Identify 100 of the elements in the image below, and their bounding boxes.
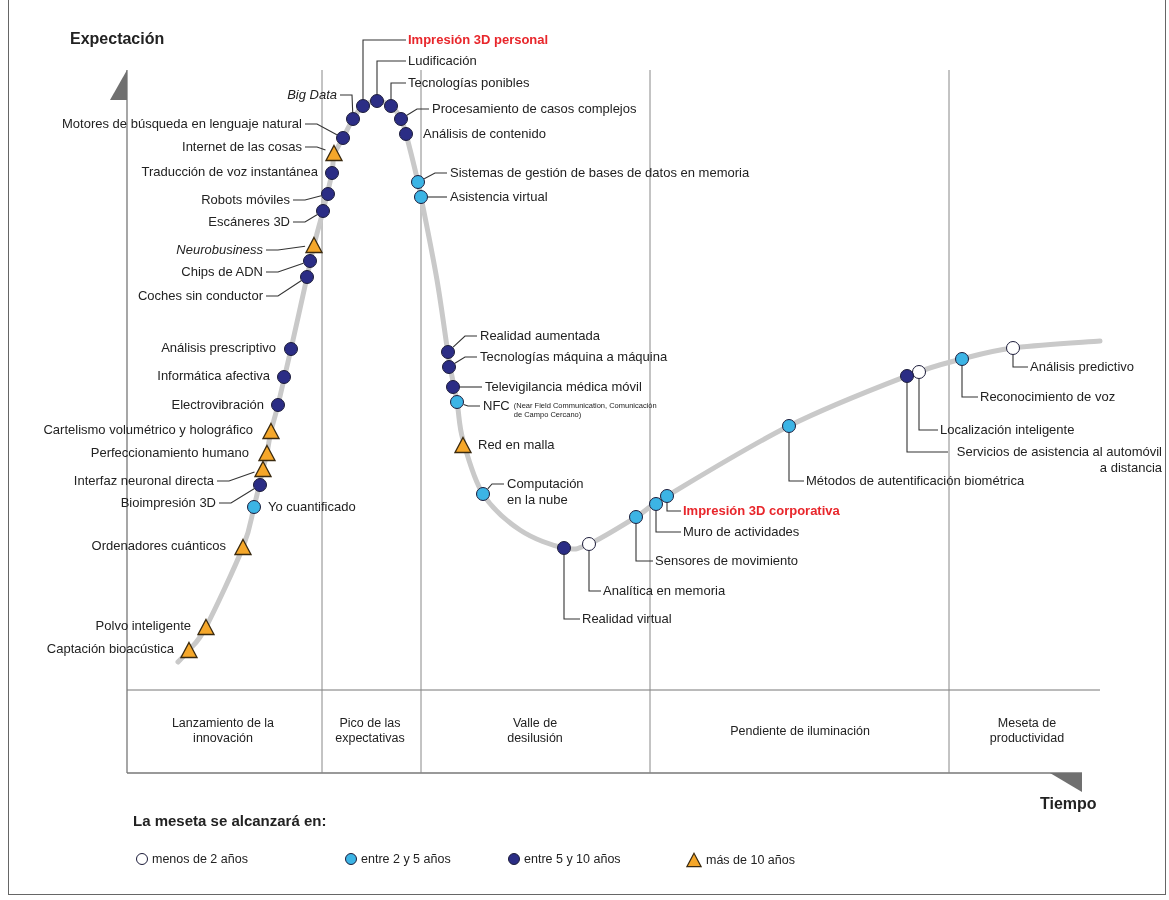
circle-marker — [271, 398, 285, 412]
technology-label: Tecnologías máquina a máquina — [480, 349, 668, 365]
technology-label: Big Data — [287, 87, 337, 103]
technology-label: Televigilancia médica móvil — [485, 379, 642, 395]
leader-line — [487, 483, 505, 490]
triangle-marker — [254, 460, 272, 478]
technology-label: Polvo inteligente — [95, 618, 191, 634]
circle-marker — [649, 497, 663, 511]
leader-line — [918, 378, 939, 431]
triangle-marker — [262, 422, 280, 440]
circle-marker — [277, 370, 291, 384]
leader-line — [304, 146, 327, 151]
technology-label: Informática afectiva — [157, 368, 270, 384]
technology-label: Neurobusiness — [176, 242, 263, 258]
technology-label: Analítica en memoria — [603, 583, 726, 599]
circle-marker — [441, 345, 455, 359]
circle-marker — [912, 365, 926, 379]
leader-line — [376, 60, 407, 95]
phase-label: Pico de las expectativas — [334, 716, 406, 746]
technology-label: Traducción de voz instantánea — [141, 164, 318, 180]
technology-label: Impresión 3D corporativa — [683, 503, 840, 519]
triangle-marker — [454, 436, 472, 454]
circle-marker — [411, 175, 425, 189]
phase-label: Lanzamiento de la innovación — [170, 716, 276, 746]
circle-marker — [446, 380, 460, 394]
circle-marker — [414, 190, 428, 204]
leader-line — [563, 554, 581, 620]
technology-label: Sensores de movimiento — [655, 553, 799, 569]
leader-line — [427, 196, 448, 198]
leader-line — [304, 123, 338, 136]
triangle-marker — [180, 641, 198, 659]
leader-line — [423, 172, 448, 180]
leader-line — [339, 94, 354, 113]
circle-marker — [384, 99, 398, 113]
technology-label: Escáneres 3D — [208, 214, 290, 230]
circle-marker — [346, 112, 360, 126]
leader-line — [265, 280, 302, 297]
triangle-marker — [197, 618, 215, 636]
axis-title: Expectación — [70, 30, 165, 48]
circle-marker — [336, 131, 350, 145]
leader-line — [788, 432, 805, 482]
circle-marker — [660, 489, 674, 503]
circle-marker — [253, 478, 267, 492]
technology-label: Análisis de contenido — [423, 126, 546, 142]
technology-label: Análisis prescriptivo — [161, 340, 276, 356]
circle-marker — [557, 541, 571, 555]
circle-marker — [955, 352, 969, 366]
legend-title: La meseta se alcanzará en: — [133, 812, 327, 829]
technology-label: Impresión 3D personal — [408, 32, 549, 48]
leader-line — [218, 488, 255, 504]
leader-line — [265, 262, 304, 273]
leader-line — [463, 403, 481, 407]
technology-label: Computación en la nube — [507, 476, 589, 508]
leader-line — [961, 365, 979, 398]
technology-label: Localización inteligente — [940, 422, 1075, 438]
triangle-marker — [234, 538, 252, 556]
technology-label: Métodos de autentificación biométrica — [806, 473, 1025, 489]
phase-label: Valle de desilusión — [506, 716, 564, 746]
technology-label: Sistemas de gestión de bases de datos en memoria — [450, 165, 750, 181]
leader-line — [454, 356, 478, 364]
technology-label: Muro de actividades — [683, 524, 800, 540]
legend-label: entre 5 y 10 años — [524, 852, 621, 866]
leader-line — [292, 195, 322, 201]
technology-label: Robots móviles — [201, 192, 290, 208]
technology-label: Cartelismo volumétrico y holográfico — [43, 422, 253, 438]
leader-line — [216, 471, 256, 482]
circle-marker — [450, 395, 464, 409]
circle-marker — [321, 187, 335, 201]
leader-line — [1012, 354, 1029, 368]
phase-label: Pendiente de iluminación — [729, 723, 871, 739]
legend-label: entre 2 y 5 años — [361, 852, 451, 866]
technology-label: Tecnologías ponibles — [408, 75, 530, 91]
technology-label: Ludificación — [408, 53, 477, 69]
legend-label: más de 10 años — [706, 853, 795, 867]
phase-label: Meseta de productividad — [988, 716, 1066, 746]
leader-line — [588, 550, 602, 592]
circle-marker — [1006, 341, 1020, 355]
technology-label: Servicios de asistencia al automóvil a distancia — [950, 444, 1162, 476]
triangle-marker — [325, 144, 343, 162]
circle-marker — [582, 537, 596, 551]
circle-marker — [325, 166, 339, 180]
legend-label: menos de 2 años — [152, 852, 248, 866]
technology-label: Ordenadores cuánticos — [91, 538, 226, 554]
leader-line — [390, 82, 407, 100]
technology-label: Internet de las cosas — [182, 139, 302, 155]
leader-line — [666, 502, 682, 512]
circle-marker — [303, 254, 317, 268]
technology-label: Electrovibración — [171, 397, 264, 413]
circle-marker — [442, 360, 456, 374]
circle-marker — [316, 204, 330, 218]
technology-label: Asistencia virtual — [450, 189, 548, 205]
technology-label: Captación bioacústica — [46, 641, 174, 657]
technology-label: NFC — [483, 398, 510, 414]
leader-line — [292, 214, 318, 223]
technology-label: Realidad aumentada — [480, 328, 600, 344]
circle-marker — [399, 127, 413, 141]
circle-marker — [394, 112, 408, 126]
circle-marker — [284, 342, 298, 356]
technology-label: Análisis predictivo — [1030, 359, 1135, 375]
circle-marker — [247, 500, 261, 514]
